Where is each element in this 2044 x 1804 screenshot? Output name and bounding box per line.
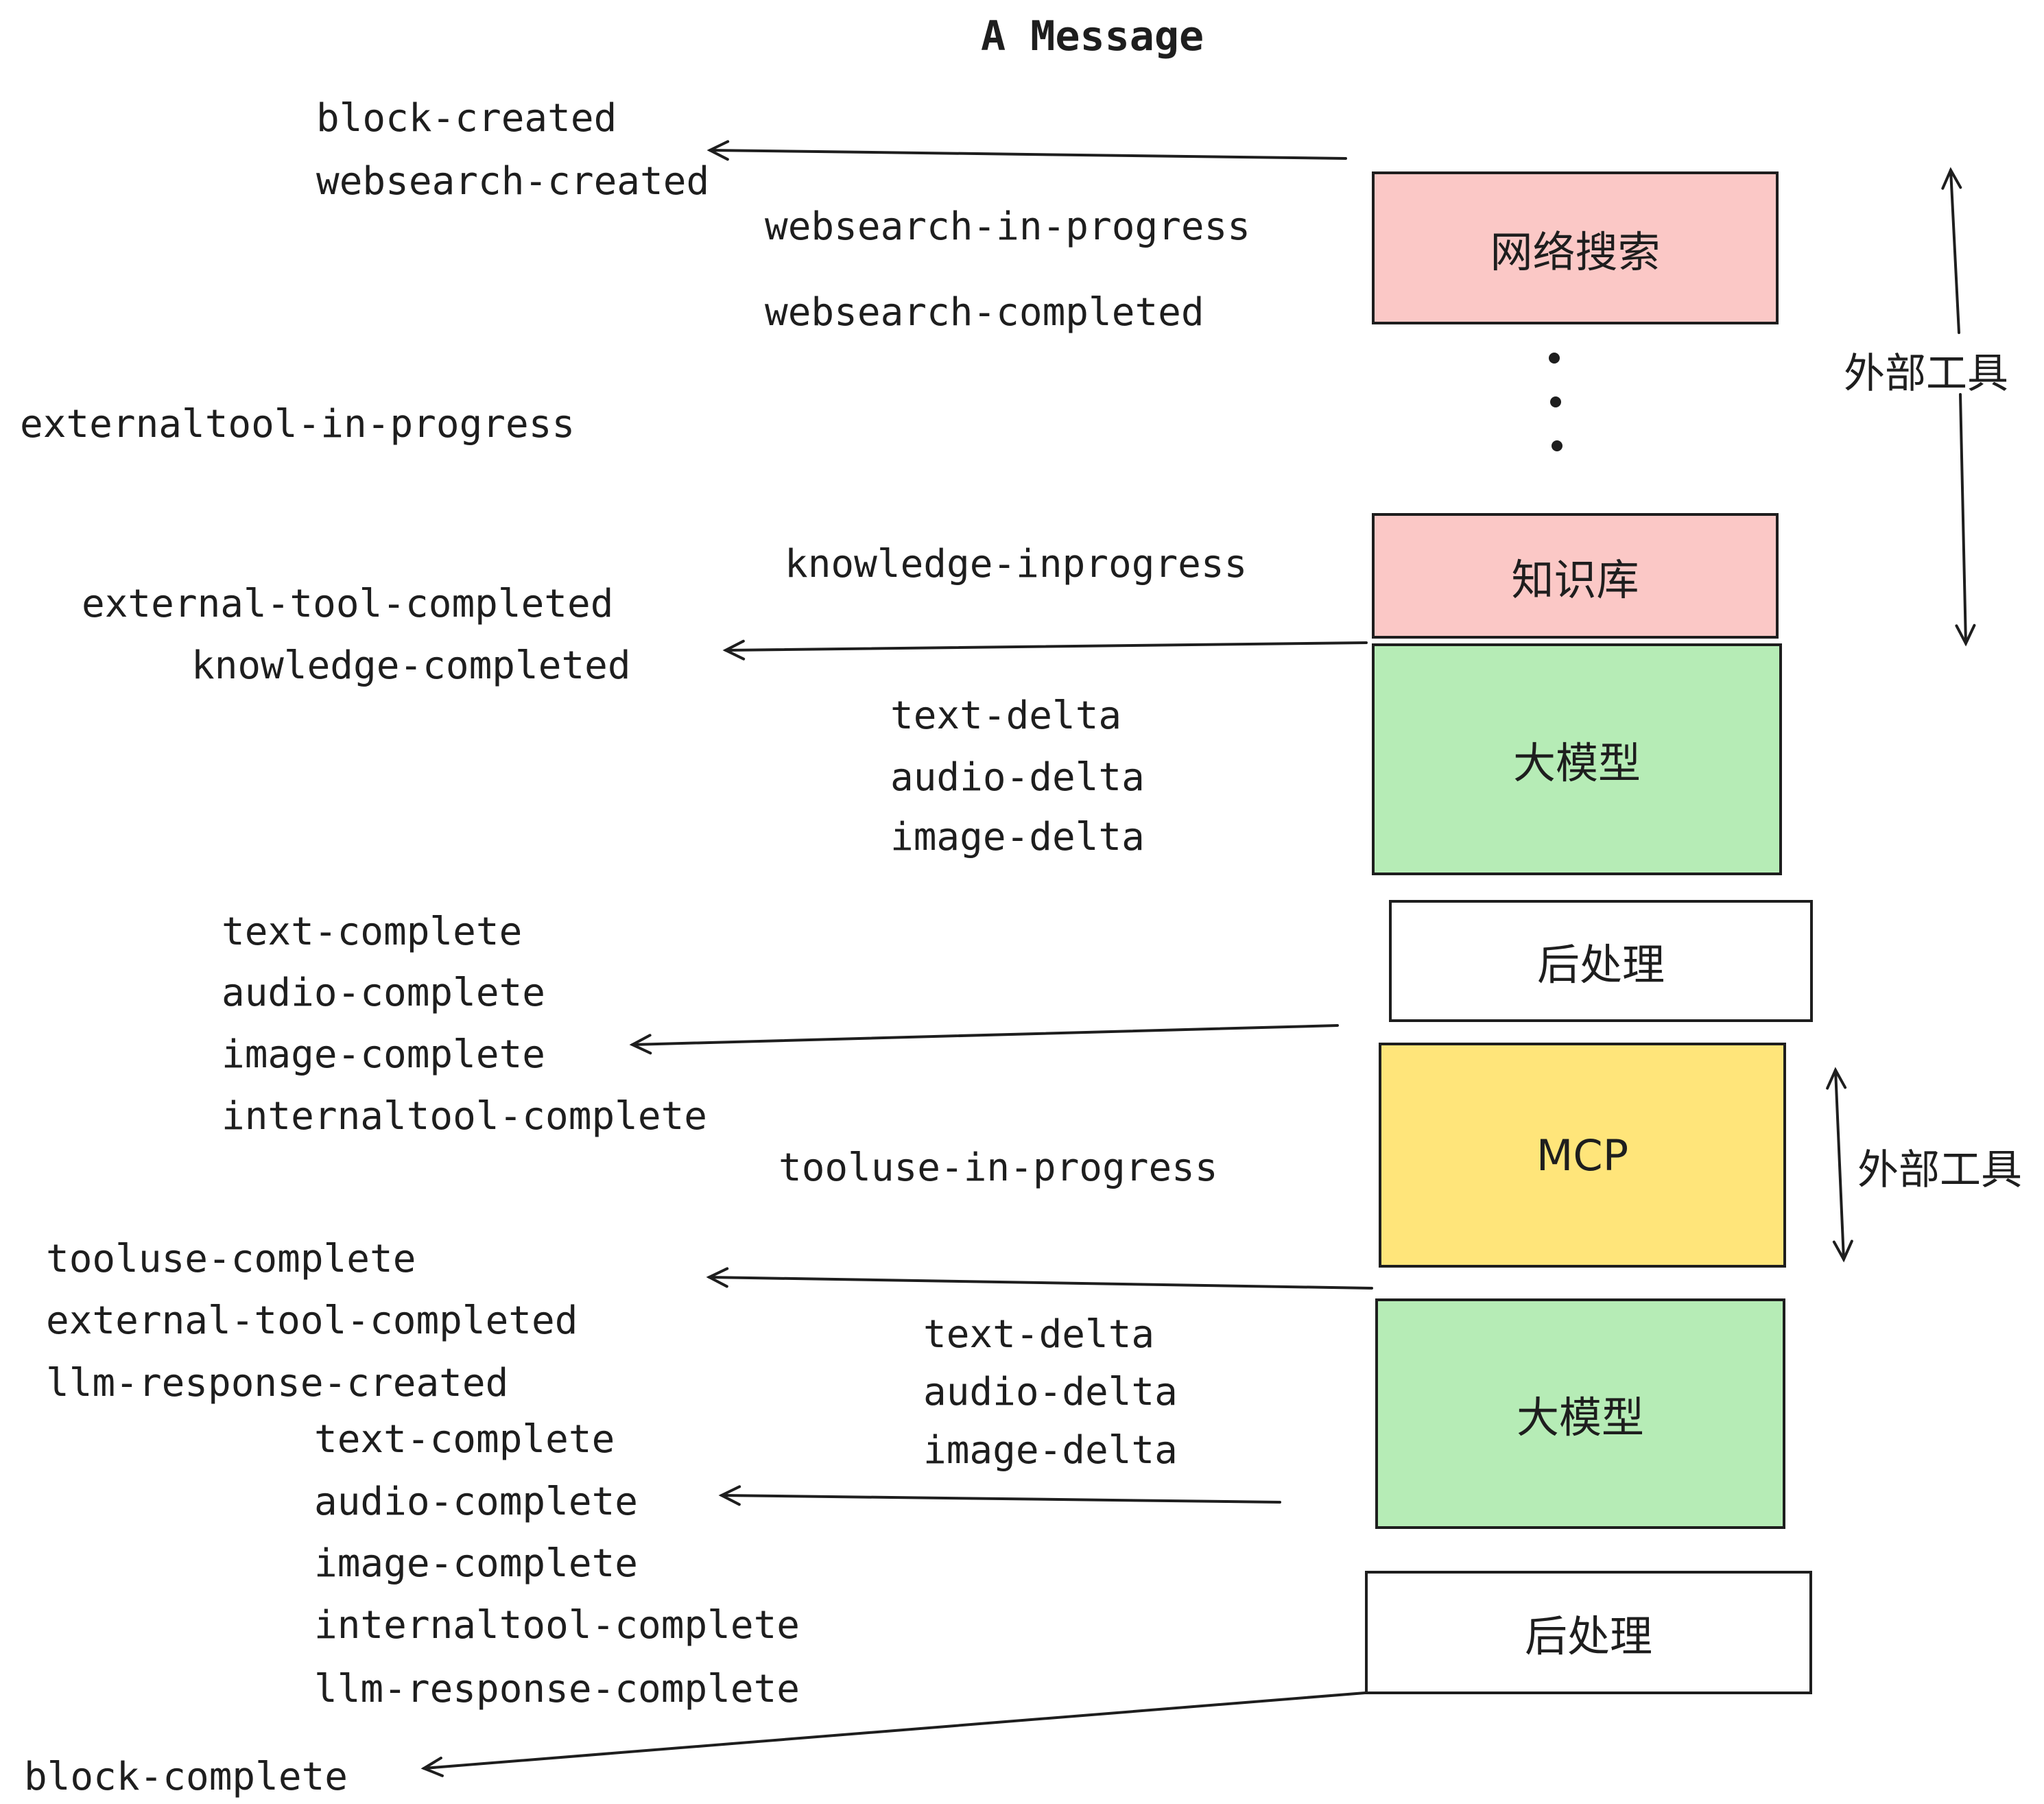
box-postprocess-2: 后处理 <box>1365 1571 1812 1694</box>
external-tool-span-arrow-top <box>1941 167 1962 334</box>
event-externaltool-in-progress: externaltool-in-progress <box>20 402 575 447</box>
ellipsis-dots <box>1549 353 1562 451</box>
event-audio-complete-1: audio-complete <box>222 971 546 1015</box>
event-text-delta-1: text-delta <box>890 693 1122 738</box>
box-websearch: 网络搜索 <box>1372 171 1779 324</box>
event-external-tool-completed-1: external-tool-completed <box>82 582 614 626</box>
event-llm-response-created: llm-response-created <box>46 1361 509 1405</box>
diagram-title: A Message <box>981 12 1204 60</box>
box-llm-1: 大模型 <box>1372 643 1782 875</box>
event-external-tool-completed-2: external-tool-completed <box>46 1298 578 1343</box>
event-knowledge-inprogress: knowledge-inprogress <box>785 542 1248 586</box>
box-postprocess-2-label: 后处理 <box>1524 1611 1652 1661</box>
arrow-tooluse-complete <box>706 1267 1373 1290</box>
arrow-block-complete <box>420 1692 1366 1777</box>
arrow-websearch-created <box>706 140 1347 161</box>
event-image-complete-1: image-complete <box>222 1032 546 1077</box>
box-knowledge: 知识库 <box>1372 513 1779 639</box>
side-label-external-tools-top: 外部工具 <box>1844 350 2008 398</box>
event-text-complete-2: text-complete <box>314 1417 615 1462</box>
box-llm-2-label: 大模型 <box>1516 1392 1644 1443</box>
event-text-complete-1: text-complete <box>222 910 523 954</box>
arrow-internal-complete-1 <box>629 1024 1339 1055</box>
event-knowledge-completed: knowledge-completed <box>191 643 631 688</box>
box-postprocess-1: 后处理 <box>1389 900 1813 1022</box>
event-tooluse-in-progress: tooluse-in-progress <box>779 1146 1218 1190</box>
arrow-knowledge-completed <box>722 639 1368 661</box>
event-audio-complete-2: audio-complete <box>314 1480 639 1524</box>
box-llm-1-label: 大模型 <box>1512 738 1641 788</box>
box-websearch-label: 网络搜索 <box>1490 226 1661 277</box>
event-internaltool-complete-1: internaltool-complete <box>222 1094 708 1139</box>
box-postprocess-1-label: 后处理 <box>1536 940 1665 990</box>
event-tooluse-complete: tooluse-complete <box>46 1237 416 1281</box>
event-websearch-in-progress: websearch-in-progress <box>765 204 1251 249</box>
event-image-delta-1: image-delta <box>890 815 1145 859</box>
external-tool-mcp-arrow <box>1826 1067 1853 1263</box>
box-knowledge-label: 知识库 <box>1511 554 1639 605</box>
event-block-created: block-created <box>316 96 617 141</box>
arrow-audio-complete-2 <box>718 1485 1281 1506</box>
event-block-complete: block-complete <box>24 1755 348 1799</box>
box-llm-2: 大模型 <box>1375 1298 1785 1529</box>
side-label-external-tools-mcp: 外部工具 <box>1857 1146 2022 1194</box>
box-mcp: MCP <box>1379 1043 1786 1268</box>
event-websearch-created: websearch-created <box>316 159 710 204</box>
event-llm-response-complete: llm-response-complete <box>314 1667 800 1711</box>
box-mcp-label: MCP <box>1536 1130 1629 1180</box>
external-tool-span-arrow-bottom <box>1955 393 1976 647</box>
event-websearch-completed: websearch-completed <box>765 290 1204 335</box>
event-text-delta-2: text-delta <box>923 1312 1155 1357</box>
event-audio-delta-1: audio-delta <box>890 755 1145 800</box>
event-audio-delta-2: audio-delta <box>923 1370 1178 1414</box>
event-image-delta-2: image-delta <box>923 1428 1178 1473</box>
event-image-complete-2: image-complete <box>314 1541 639 1586</box>
event-internaltool-complete-2: internaltool-complete <box>314 1603 800 1648</box>
